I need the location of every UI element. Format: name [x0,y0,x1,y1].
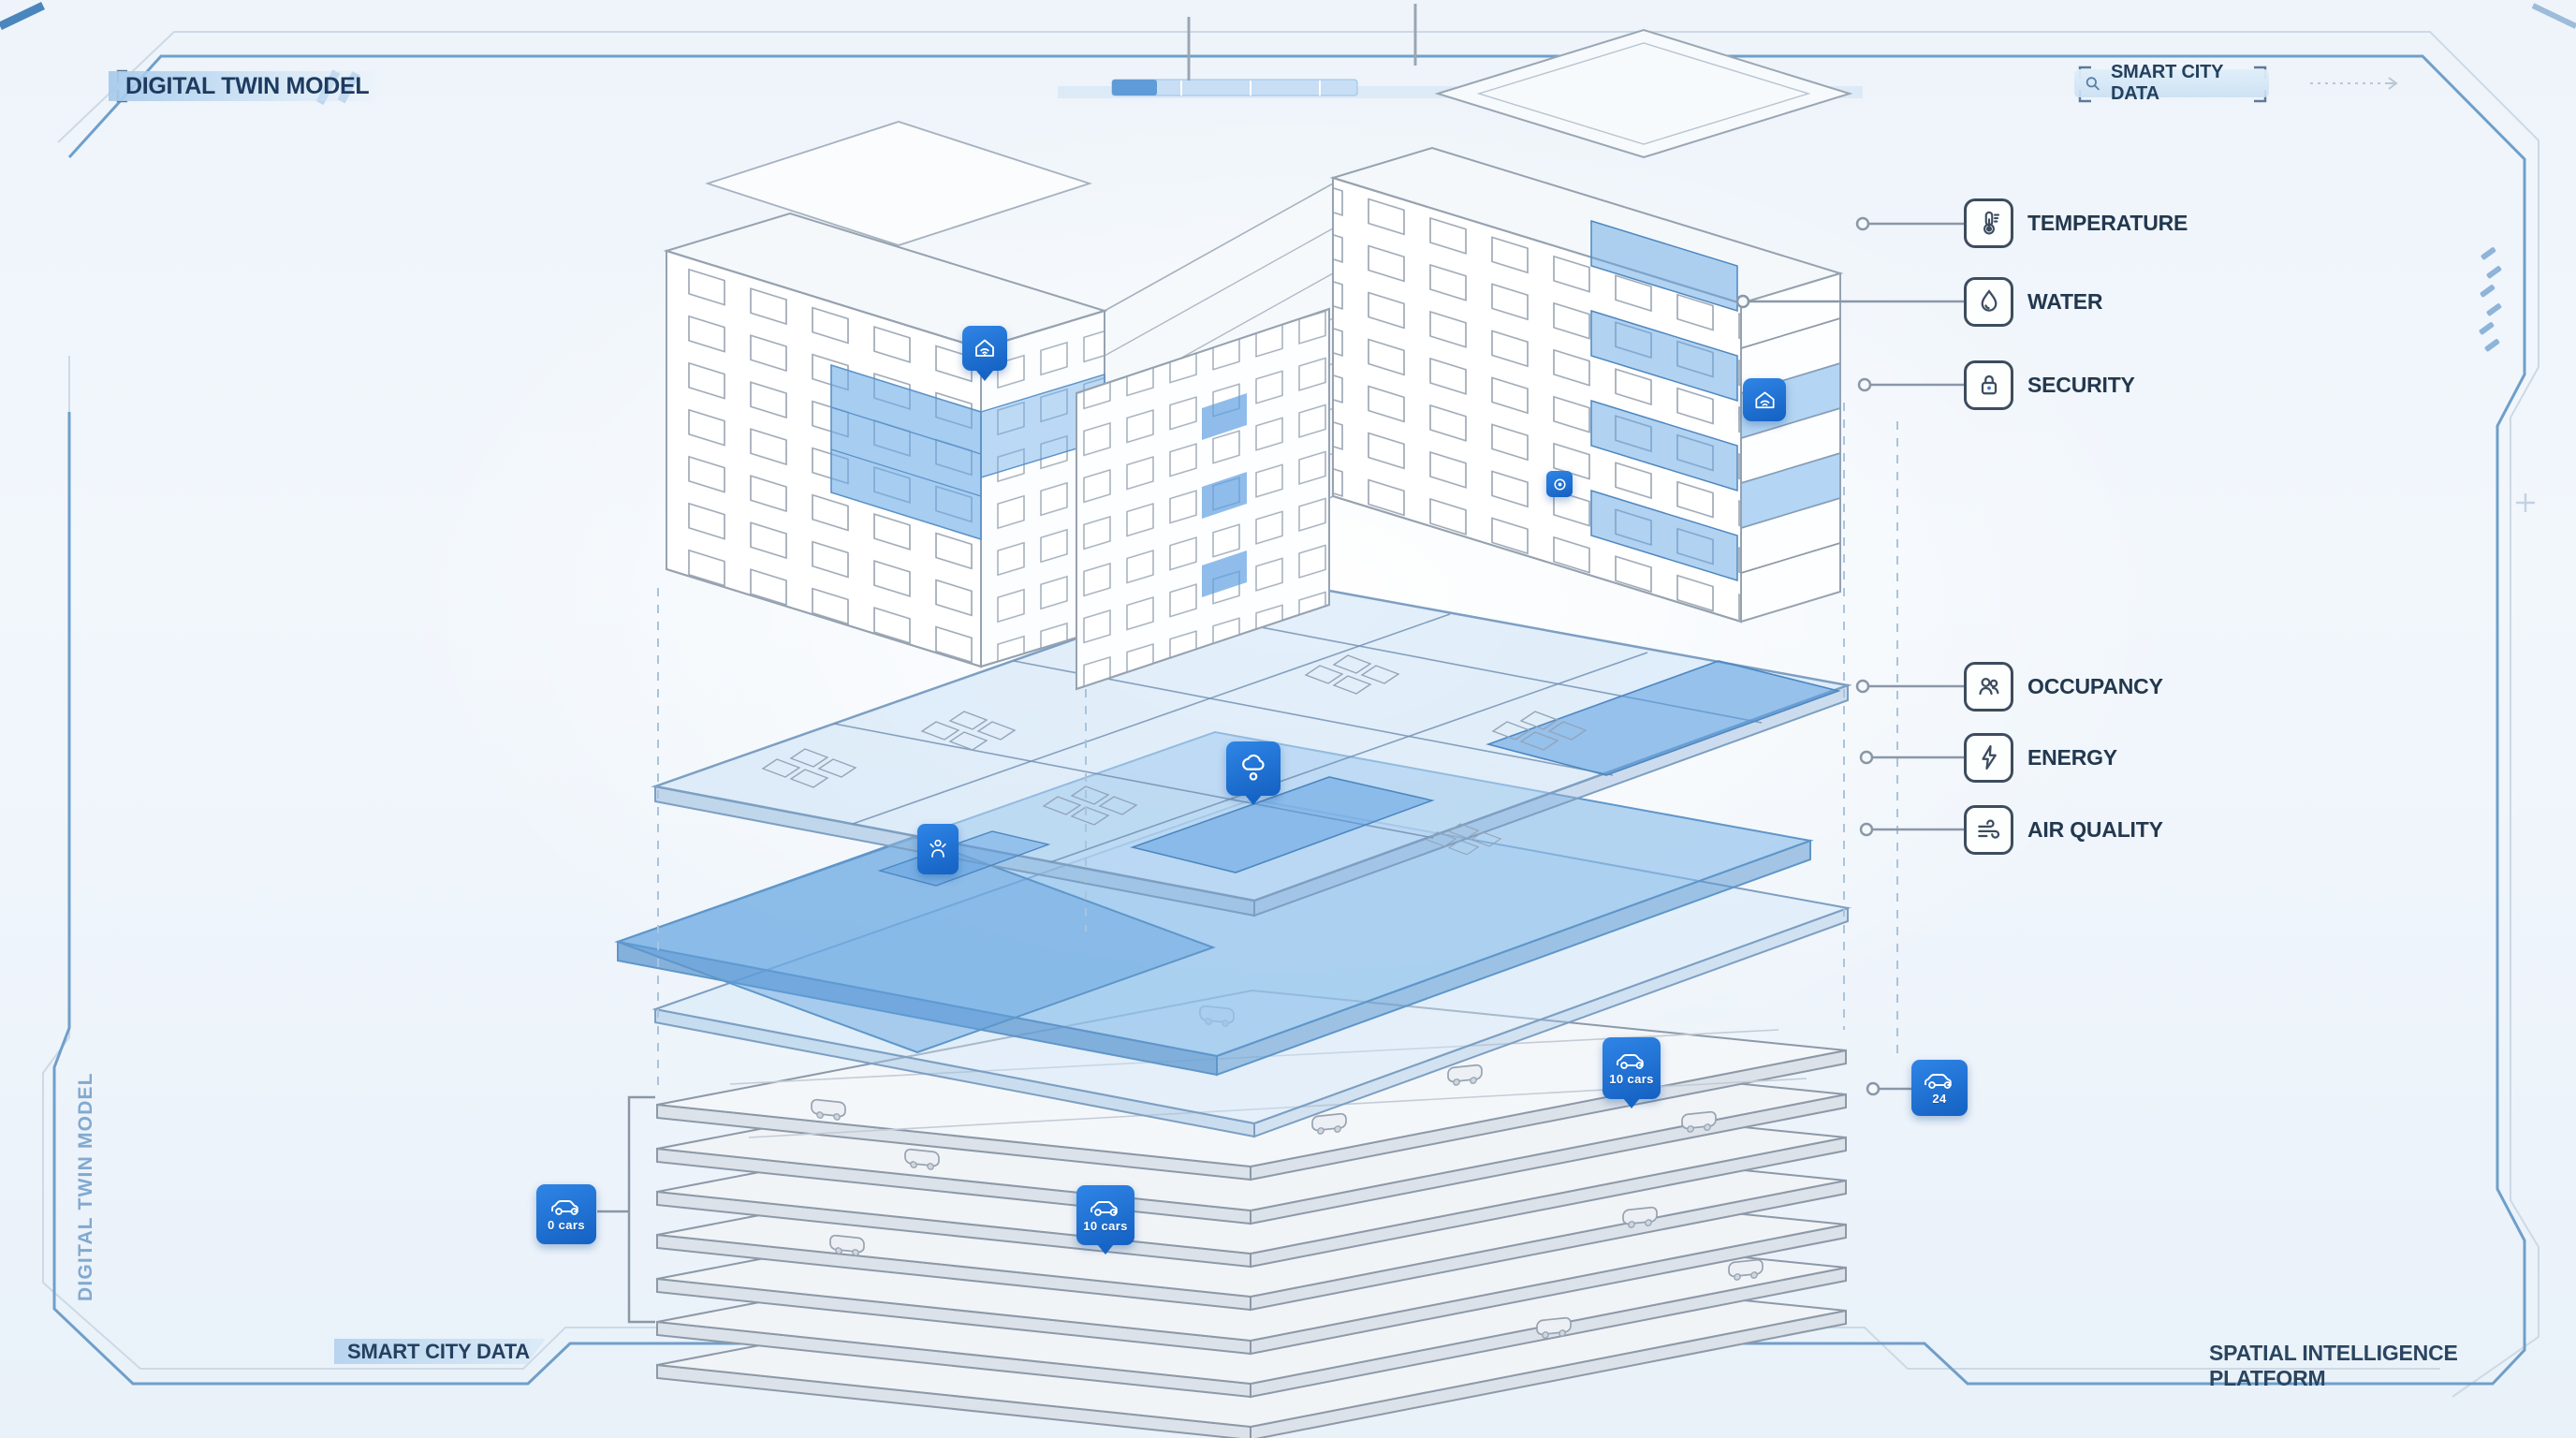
corner-accent-top-right [2531,3,2576,29]
exploded-guide-lines [657,403,1898,1086]
hud-frame-inner [52,54,2526,1386]
page-title: DIGITAL TWIN MODEL [109,71,386,101]
progress-bar [1111,79,1358,96]
search-input[interactable]: SMART CITY DATA [2074,62,2269,104]
legend-label: AIR QUALITY [2027,816,2163,842]
parking-levels [656,989,1847,1438]
legend-item-occupancy: OCCUPANCY [1964,661,2163,712]
car-icon [1925,1074,1952,1089]
search-icon [2086,76,2100,90]
car-icon [1090,1201,1118,1216]
slash-decoration-right-edge [2479,247,2502,352]
lightning-icon[interactable] [1964,732,2013,783]
people-icon[interactable] [1964,661,2013,712]
legend-item-energy: ENERGY [1964,732,2117,783]
arrow-line [2310,77,2398,90]
parking-count-badge-left[interactable]: 0 cars [536,1184,596,1244]
legend-item-security: SECURITY [1964,360,2135,410]
callout-lines [597,216,1964,1324]
climate-sensor-badge[interactable] [1226,741,1281,796]
padlock-icon[interactable] [1964,360,2013,410]
car-count-label: 0 cars [548,1218,585,1232]
occupant-icon [929,839,946,858]
residential-towers [663,4,1853,691]
wind-icon[interactable] [1964,804,2013,855]
legend-label: TEMPERATURE [2027,210,2188,235]
car-icon [551,1200,578,1215]
car-count-label: 10 cars [1083,1219,1128,1233]
smart-home-badge[interactable] [1743,378,1786,421]
camera-sensor-badge[interactable] [1546,471,1573,497]
page-title-text: DIGITAL TWIN MODEL [125,73,370,99]
search-value: SMART CITY DATA [2111,62,2223,104]
legend-item-water: WATER [1964,276,2103,327]
home-wifi-icon [975,339,994,357]
legend-item-air-quality: AIR QUALITY [1964,804,2163,855]
legend-label: SECURITY [2027,372,2135,397]
car-count-label: 10 cars [1609,1072,1654,1086]
hud-frame-outer [42,31,2539,1398]
occupant-sensor-badge[interactable] [917,824,959,874]
office-plate-main [651,575,1852,917]
footer-right-label: SPATIAL INTELLIGENCE PLATFORM [2209,1341,2458,1390]
thermometer-icon[interactable] [1964,198,2013,248]
vertical-side-label: DIGITAL TWIN MODEL [75,1072,96,1301]
car-count-label: 24 [1932,1092,1947,1106]
home-wifi-icon [1754,390,1775,408]
parking-count-badge-upper[interactable]: 10 cars [1603,1037,1661,1099]
legend-label: OCCUPANCY [2027,673,2163,698]
footer-left-text: SMART CITY DATA [347,1340,530,1363]
parking-count-badge-right[interactable]: 24 [1911,1060,1968,1116]
legend-item-temperature: TEMPERATURE [1964,198,2188,248]
home-sensor-badge[interactable] [962,326,1007,371]
plus-mark [2516,493,2535,512]
camera-icon [1553,477,1566,491]
legend-label: ENERGY [2027,744,2117,770]
car-icon [1617,1054,1644,1069]
parking-count-badge-mid[interactable]: 10 cars [1076,1185,1134,1245]
water-drop-icon[interactable] [1964,276,2013,327]
corner-accent-top-left [0,1,45,31]
footer-left-label: SMART CITY DATA [334,1339,546,1364]
legend-label: WATER [2027,288,2103,314]
climate-sensor-icon [1242,754,1265,781]
